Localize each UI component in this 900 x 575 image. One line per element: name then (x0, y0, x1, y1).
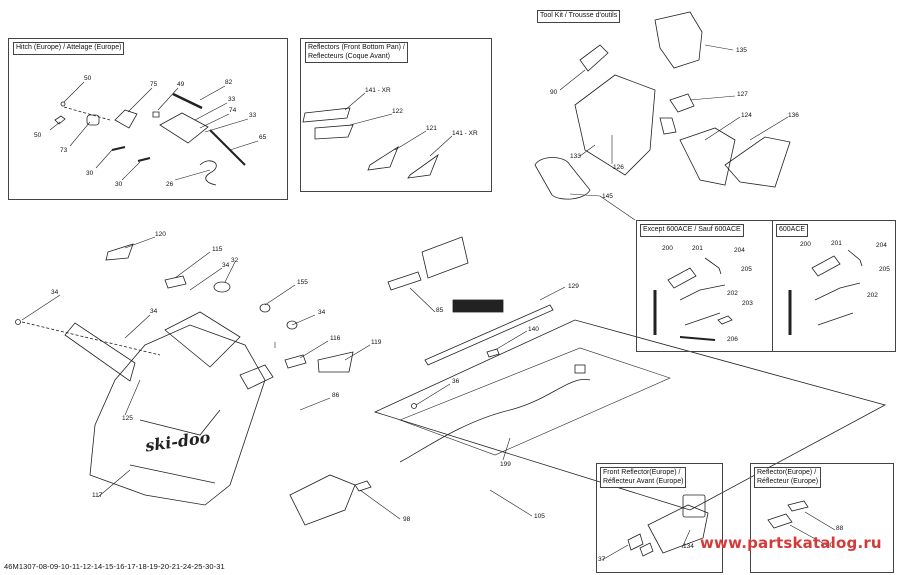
part-label: 26 (166, 181, 174, 188)
except600-box: Except 600ACE / Sauf 600ACE (636, 220, 773, 352)
toolkit-title: Tool Kit / Trousse d'outils (537, 10, 621, 23)
part-label: 36 (452, 378, 460, 385)
part-label: 105 (534, 513, 545, 520)
part-label: 73 (60, 147, 68, 154)
front-reflector-box: Front Reflector(Europe) / Réflecteur Ava… (596, 463, 723, 573)
part-label: 199 (500, 461, 511, 468)
reflectors-box: Reflectors (Front Bottom Pan) / Reflecte… (300, 38, 492, 192)
part-label: 202 (867, 292, 878, 299)
part-label: 49 (177, 81, 185, 88)
hood-small-parts (15, 243, 354, 373)
part-label: 30 (115, 181, 123, 188)
part-label: 124 (741, 112, 752, 119)
part-label: 86 (332, 392, 340, 399)
front-reflector-title-line2: Réflecteur Avant (Europe) (603, 477, 684, 485)
part-label: 50 (34, 132, 42, 139)
reflectors-title-line1: Reflectors (Front Bottom Pan) / (308, 44, 405, 51)
part-label: 85 (436, 307, 444, 314)
part-label: 37 (598, 556, 606, 563)
part-label: 119 (371, 339, 382, 346)
diagram-id: 46M1307-08-09-10-11-12-14-15-16-17-18-19… (4, 562, 225, 571)
leader-lines (21, 44, 836, 561)
part-label: 155 (297, 279, 308, 286)
front-reflector-parts (627, 494, 809, 557)
part-label: 30 (86, 170, 94, 177)
part-label: 34 (318, 309, 326, 316)
part-label: 201 (831, 240, 842, 247)
part-label: 200 (662, 245, 673, 252)
part-label: 74 (229, 107, 237, 114)
part-label: 34 (150, 308, 158, 315)
part-label: 205 (741, 266, 752, 273)
part-label: 141 - XR (452, 130, 478, 137)
part-label: 135 (736, 47, 747, 54)
part-label: 200 (800, 241, 811, 248)
harness-area (289, 319, 887, 526)
part-label: 116 (330, 335, 341, 342)
part-label: 145 (602, 193, 613, 200)
part-label: 202 (727, 290, 738, 297)
part-label: 126 (613, 164, 624, 171)
part-label: 201 (692, 245, 703, 252)
part-label: 32 (231, 257, 239, 264)
part-label: 122 (392, 108, 403, 115)
front-reflector-title-line1: Front Reflector(Europe) / (603, 469, 681, 476)
hitch-title: Hitch (Europe) / Attelage (Europe) (13, 42, 125, 55)
part-label: 141 - XR (365, 87, 391, 94)
part-label: 204 (734, 247, 745, 254)
part-label: 65 (259, 134, 267, 141)
part-label: 33 (228, 96, 236, 103)
part-label: 33 (249, 112, 257, 119)
ace600-box: 600ACE (772, 220, 896, 352)
part-label: 34 (222, 262, 230, 269)
except600-title: Except 600ACE / Sauf 600ACE (640, 224, 744, 237)
tool-parts (653, 249, 863, 341)
hitch-box: Hitch (Europe) / Attelage (Europe) (8, 38, 288, 200)
part-label: 133 (570, 153, 581, 160)
part-label: 88 (836, 525, 844, 532)
part-label: 206 (727, 336, 738, 343)
part-label: 98 (403, 516, 411, 523)
part-label: 125 (122, 415, 133, 422)
part-label: 75 (150, 81, 158, 88)
toolkit-parts (534, 11, 791, 200)
part-label: 136 (788, 112, 799, 119)
part-label: 34 (51, 289, 59, 296)
ace600-title: 600ACE (776, 224, 809, 237)
reflector-title-line1: Reflector(Europe) / (757, 469, 817, 476)
bottom-pan (64, 311, 274, 506)
part-label: 134 (683, 543, 694, 550)
part-label: 82 (225, 79, 233, 86)
reflector-box: Reflector(Europe) / Réflecteur (Europe) (750, 463, 894, 573)
reflector-title: Reflector(Europe) / Réflecteur (Europe) (754, 467, 822, 488)
decals (387, 236, 554, 409)
part-label: 50 (84, 75, 92, 82)
part-label: 117 (92, 492, 103, 499)
part-label: 127 (737, 91, 748, 98)
watermark: www.partskatalog.ru (700, 534, 882, 552)
part-label: 205 (879, 266, 890, 273)
reflector-pan-parts (302, 107, 439, 179)
front-reflector-title: Front Reflector(Europe) / Réflecteur Ava… (600, 467, 687, 488)
reflector-title-line2: Réflecteur (Europe) (757, 477, 819, 485)
part-label: 60 (826, 542, 834, 549)
part-label: 129 (568, 283, 579, 290)
hitch-parts (54, 92, 246, 186)
part-label: 115 (212, 246, 223, 253)
part-label: 204 (876, 242, 887, 249)
part-label: 140 (528, 326, 539, 333)
reflectors-title: Reflectors (Front Bottom Pan) / Reflecte… (305, 42, 408, 63)
reflectors-title-line2: Reflecteurs (Coque Avant) (308, 52, 390, 60)
part-label: 121 (426, 125, 437, 132)
part-label: 203 (742, 300, 753, 307)
part-label: 120 (155, 231, 166, 238)
part-label: 90 (550, 89, 558, 96)
